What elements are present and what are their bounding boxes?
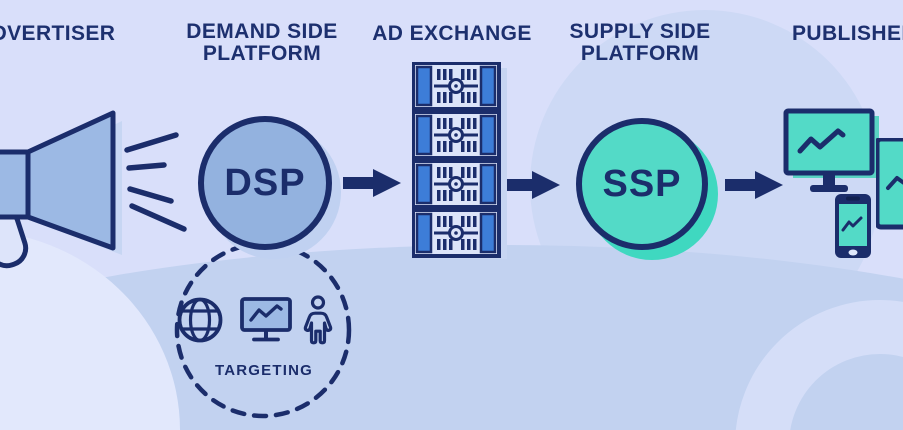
flow-arrow-exchange-to-ssp [502,171,560,199]
heading-publisher: PUBLISHER [792,22,903,45]
ssp-label: SSP [602,162,682,205]
monitor-chart-icon [240,297,292,342]
megaphone-cone [25,110,116,251]
megaphone-icon [0,110,187,269]
exchange-stack-icon [412,62,507,259]
flow-arrow-dsp-to-exchange [343,169,401,197]
phone-home-button [848,249,858,256]
dsp-node: DSP [198,116,332,250]
heading-supply-side-line1: SUPPLY SIDE [569,20,711,43]
tablet-chart-line [886,176,903,190]
heading-ad-exchange: AD EXCHANGE [372,22,532,45]
targeting-label: TARGETING [214,362,314,379]
heading-demand-side-line1: DEMAND SIDE [186,20,338,43]
phone-speaker [846,196,860,201]
dsp-label: DSP [224,161,306,204]
globe-icon [177,297,223,343]
person-icon [303,295,333,345]
flow-arrow-ssp-to-publisher [725,171,783,199]
tablet-icon [876,138,903,230]
smartphone-icon [835,194,871,258]
heading-demand-side-platform: DEMAND SIDE PLATFORM [172,21,352,65]
heading-advertiser: ADVERTISER [0,22,116,45]
ssp-node: SSP [576,118,708,250]
sound-waves-icon [124,132,187,232]
heading-supply-side-line2: PLATFORM [580,42,700,65]
megaphone-body [0,149,31,220]
heading-supply-side-platform: SUPPLY SIDE PLATFORM [550,21,730,65]
heading-demand-side-line2: PLATFORM [202,42,322,65]
